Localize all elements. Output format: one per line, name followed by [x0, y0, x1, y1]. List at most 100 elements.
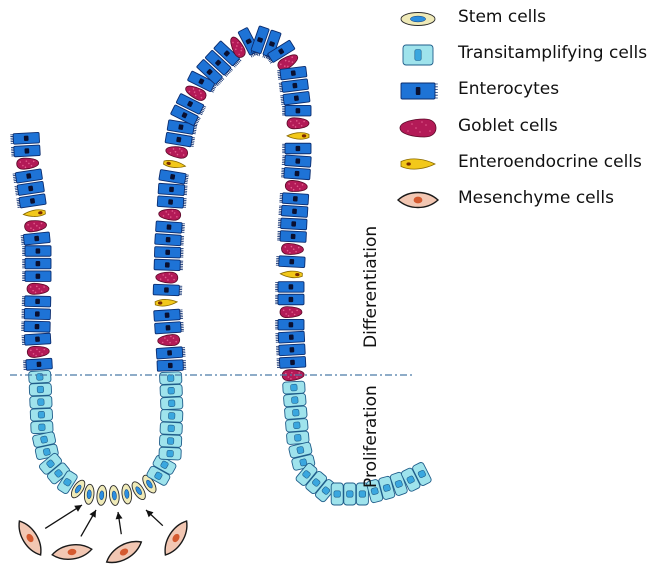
- enterocyte-cell: [22, 296, 51, 307]
- transit-amplifying-cell: [159, 435, 182, 448]
- enterocyte-cell: [22, 246, 51, 257]
- enterocyte-cell: [154, 309, 183, 321]
- mesenchyme-group: [13, 505, 192, 568]
- enterocyte-cell: [156, 347, 185, 359]
- enterocyte-cell: [11, 145, 40, 157]
- goblet-cell: [285, 180, 308, 192]
- stem-cell: [96, 485, 107, 506]
- transit-amplifying-cell: [160, 409, 183, 422]
- stem-cell: [121, 484, 133, 505]
- enteroendocrine-cell: [23, 209, 46, 218]
- enterocyte-cell: [21, 308, 50, 319]
- enterocyte-cell: [23, 358, 52, 370]
- enterocyte-cell: [155, 322, 184, 334]
- legend-label-goblet: Goblet cells: [458, 116, 558, 136]
- enteroendocrine-cell-icon: [392, 151, 450, 177]
- legend-label-enterocytes: Enterocytes: [458, 79, 559, 99]
- mesenchyme-cell: [51, 542, 93, 561]
- mesenchyme-cell: [13, 517, 46, 558]
- proliferation-label: Proliferation: [361, 385, 381, 488]
- enterocyte-cell: [281, 167, 310, 179]
- enterocyte-cell: [21, 321, 50, 332]
- mesenchyme-cell-icon: [392, 187, 450, 213]
- enterocyte-cell: [275, 319, 304, 330]
- transit-amplifying-cell-icon: [392, 42, 450, 68]
- enterocyte-cell: [10, 132, 39, 144]
- enterocyte-cell: [275, 331, 304, 343]
- transit-amplifying-cell: [30, 396, 52, 409]
- enterocyte-cell: [282, 105, 311, 116]
- enteroendocrine-cell: [163, 159, 186, 169]
- transit-amplifying-cell: [344, 483, 356, 505]
- stem-cell: [84, 484, 95, 505]
- enterocyte-cell: [279, 79, 309, 93]
- enterocyte-cell: [276, 256, 305, 268]
- goblet-cell: [280, 307, 302, 318]
- enterocyte-cell: [156, 221, 185, 233]
- enterocyte-icon: [392, 78, 450, 104]
- enterocyte-cell: [153, 284, 182, 295]
- legend-item-goblet: Goblet cells: [392, 113, 664, 149]
- goblet-cell-icon: [392, 115, 450, 141]
- enterocyte-cell: [155, 234, 184, 246]
- enteroendocrine-cell: [287, 133, 309, 140]
- enterocyte-cell: [278, 205, 307, 217]
- goblet-cell: [158, 208, 181, 220]
- goblet-cell: [165, 145, 189, 159]
- enterocyte-cell: [279, 193, 308, 205]
- enterocyte-cell: [165, 132, 195, 147]
- enterocyte-cell: [275, 282, 304, 293]
- goblet-cell: [287, 118, 309, 129]
- enterocyte-cell: [16, 194, 46, 209]
- enterocyte-cell: [282, 155, 311, 167]
- transit-amplifying-cell: [29, 383, 51, 396]
- transit-amplifying-cell: [160, 422, 183, 435]
- legend-item-mesenchyme: Mesenchyme cells: [392, 185, 664, 221]
- legend-item-enteroendocrine: Enteroendocrine cells: [392, 149, 664, 185]
- enterocyte-cell: [21, 232, 51, 245]
- enterocyte-cell: [277, 356, 306, 368]
- enterocyte-cell: [14, 181, 44, 196]
- differentiation-label: Differentiation: [361, 226, 381, 348]
- legend-item-enterocytes: Enterocytes: [392, 76, 664, 112]
- transit-amplifying-cell: [30, 408, 52, 421]
- enterocyte-cell: [22, 258, 51, 269]
- transit-amplifying-cell: [285, 418, 308, 432]
- legend-label-transit-amplifying: Transitamplifying cells: [458, 43, 647, 63]
- transit-amplifying-cell: [28, 370, 51, 383]
- transit-amplifying-cell: [160, 397, 182, 410]
- legend-item-transit-amplifying: Transitamplifying cells: [392, 40, 664, 76]
- mesenchyme-cell: [103, 536, 145, 568]
- transit-amplifying-cell: [160, 384, 182, 397]
- enterocyte-cell: [275, 294, 304, 305]
- legend-label-stem: Stem cells: [458, 7, 546, 27]
- enterocyte-cell: [154, 247, 183, 258]
- mesenchyme-arrow: [81, 510, 96, 536]
- goblet-cell: [16, 157, 39, 169]
- stem-cell: [108, 485, 120, 506]
- transit-amplifying-cell: [159, 447, 182, 460]
- legend-label-enteroendocrine: Enteroendocrine cells: [458, 152, 642, 172]
- transit-amplifying-cell: [159, 372, 181, 385]
- goblet-cell: [27, 346, 50, 358]
- legend-item-stem: Stem cells: [392, 4, 664, 40]
- transit-amplifying-cell: [331, 483, 343, 505]
- goblet-cell: [156, 272, 178, 284]
- enterocyte-cell: [22, 271, 51, 282]
- legend: Stem cells Transitamplifying cells Enter…: [392, 4, 664, 221]
- enterocyte-cell: [157, 196, 186, 208]
- transit-amplifying-cell: [284, 406, 307, 420]
- transit-amplifying-cell: [283, 381, 306, 394]
- mesenchyme-arrow: [146, 510, 163, 526]
- mesenchyme-arrow: [45, 505, 82, 528]
- enterocyte-cell: [157, 360, 186, 372]
- enteroendocrine-cell: [280, 270, 302, 278]
- mesenchyme-cell: [159, 517, 192, 558]
- goblet-cell: [24, 219, 47, 232]
- enterocyte-cell: [12, 169, 42, 184]
- legend-label-mesenchyme: Mesenchyme cells: [458, 188, 614, 208]
- goblet-cell: [281, 243, 304, 255]
- mesenchyme-arrow: [116, 512, 123, 534]
- enterocyte-cell: [277, 230, 306, 242]
- enteroendocrine-cell: [155, 299, 177, 307]
